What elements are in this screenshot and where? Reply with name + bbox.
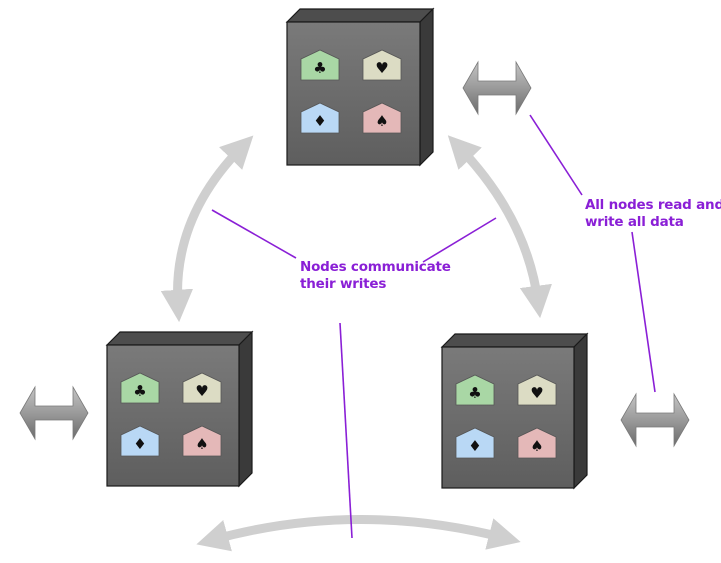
- partition-suit-icon: ♠: [530, 437, 543, 455]
- node-top-face: [440, 333, 589, 348]
- partition-icon: ♠: [362, 102, 402, 134]
- partition-house-shape: [455, 427, 495, 459]
- partition-house-shape: [362, 102, 402, 134]
- partition-icon: ♦: [300, 102, 340, 134]
- annotation-lines: [211, 114, 656, 539]
- partition-house-shape: [300, 102, 340, 134]
- partition-house-shape: [455, 374, 495, 406]
- note-nodes-communicate: Nodes communicate their writes: [300, 259, 451, 293]
- partition-house-shape: [300, 49, 340, 81]
- partition-icon: ♦: [120, 425, 160, 457]
- partition-icon: ♥: [362, 49, 402, 81]
- io-arrow-top: [462, 60, 532, 116]
- partition-house-shape: [182, 372, 222, 404]
- arrow-top-left: [160, 135, 254, 323]
- partition-suit-icon: ♣: [133, 382, 146, 400]
- node-front-face: [441, 346, 575, 489]
- partition-suit-icon: ♥: [375, 59, 388, 77]
- node-top-face: [285, 8, 435, 23]
- double-arrow-icon: [19, 385, 89, 441]
- node-side-face: [573, 332, 588, 490]
- note-line: All nodes read and: [585, 197, 721, 213]
- leader-line-right: [422, 217, 497, 263]
- partition-suit-icon: ♥: [530, 384, 543, 402]
- node-top-face: [105, 331, 254, 346]
- partition-house-shape: [120, 425, 160, 457]
- partition-house-shape: [182, 425, 222, 457]
- partition-house-shape: [517, 427, 557, 459]
- partition-icon: ♠: [182, 425, 222, 457]
- node-side-face: [419, 7, 434, 167]
- partition-suit-icon: ♦: [313, 112, 326, 130]
- note-line: their writes: [300, 276, 387, 292]
- io-arrow-right: [620, 392, 690, 448]
- partition-icon: ♣: [455, 374, 495, 406]
- partition-suit-icon: ♥: [195, 382, 208, 400]
- partition-icon: ♥: [182, 372, 222, 404]
- partition-suit-icon: ♣: [468, 384, 481, 402]
- double-arrow-icon: [620, 392, 690, 448]
- partition-house-shape: [362, 49, 402, 81]
- partition-icon: ♣: [300, 49, 340, 81]
- note-line: write all data: [585, 214, 684, 230]
- replication-arrows: [160, 135, 552, 552]
- partition-house-shape: [517, 374, 557, 406]
- partition-suit-icon: ♦: [133, 435, 146, 453]
- node-front-face: [106, 344, 240, 487]
- node-side-face: [238, 330, 253, 488]
- node-front-face: [286, 21, 421, 166]
- partition-icon: ♥: [517, 374, 557, 406]
- node-left: ♣ ♥ ♦ ♠: [105, 330, 254, 488]
- leader-line-read-write-lower: [631, 231, 656, 393]
- node-right: ♣ ♥ ♦ ♠: [440, 332, 589, 490]
- note-line: Nodes communicate: [300, 259, 451, 275]
- leader-line-left: [211, 209, 297, 259]
- partition-icon: ♣: [120, 372, 160, 404]
- partition-suit-icon: ♠: [375, 112, 388, 130]
- arrow-bottom: [196, 515, 521, 552]
- partition-suit-icon: ♦: [468, 437, 481, 455]
- leader-line-down: [339, 322, 353, 539]
- leader-line-read-write-upper: [529, 114, 583, 196]
- partition-house-shape: [120, 372, 160, 404]
- partition-icon: ♦: [455, 427, 495, 459]
- partition-suit-icon: ♣: [313, 59, 326, 77]
- node-top: ♣ ♥ ♦ ♠: [285, 7, 435, 167]
- arrow-top-right: [447, 135, 552, 319]
- note-read-write: All nodes read and write all data: [585, 197, 721, 231]
- partition-icon: ♠: [517, 427, 557, 459]
- double-arrow-icon: [462, 60, 532, 116]
- partition-suit-icon: ♠: [195, 435, 208, 453]
- io-arrow-left: [19, 385, 89, 441]
- client-io-arrows: [19, 60, 690, 448]
